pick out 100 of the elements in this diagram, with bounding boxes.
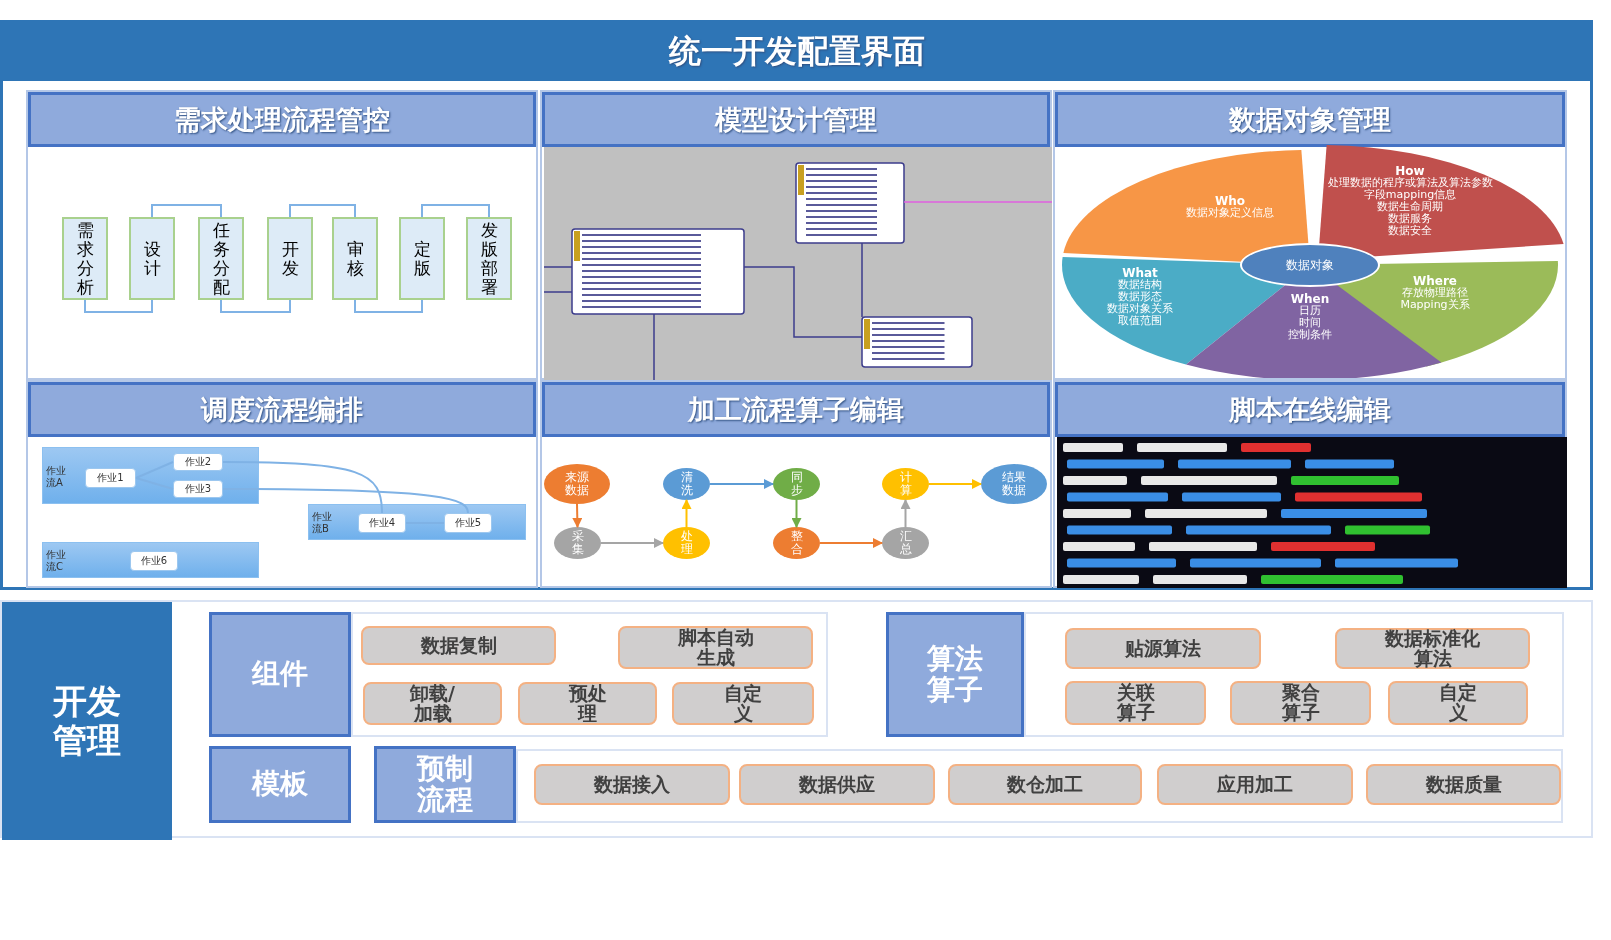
item-box: 贴源算法 <box>1065 628 1261 669</box>
job-flow-lane <box>308 504 526 540</box>
connector-line <box>421 204 490 218</box>
category-box: 算法算子 <box>886 612 1024 737</box>
er-diagram-picture <box>544 147 1052 380</box>
job-box: 作业4 <box>358 513 406 533</box>
job-box: 作业2 <box>173 453 223 471</box>
step-circle: 采集 <box>554 527 601 559</box>
step-circle: 计算 <box>882 468 929 500</box>
job-box: 作业6 <box>130 551 178 571</box>
segment-text: 取值范围 <box>1118 315 1162 327</box>
process-box: 设计 <box>129 217 175 300</box>
section-heading: 开发管理 <box>2 602 172 840</box>
category-box: 组件 <box>209 612 351 737</box>
connector-line <box>135 477 174 490</box>
item-box: 数据接入 <box>534 764 730 805</box>
segment-heading: Who <box>1215 195 1245 207</box>
arrow <box>600 538 664 548</box>
item-box: 自定义 <box>1388 681 1528 725</box>
connector-line <box>135 461 174 479</box>
job-box: 作业5 <box>444 513 492 533</box>
item-box: 数据质量 <box>1366 764 1561 805</box>
item-box: 脚本自动生成 <box>618 626 813 669</box>
segment-heading: How <box>1395 165 1425 177</box>
process-box: 发版部署 <box>466 217 512 300</box>
arrow <box>681 499 692 528</box>
panel <box>26 90 538 380</box>
item-box: 卸载/加载 <box>363 682 502 725</box>
panel <box>26 380 538 588</box>
process-box: 任务分配 <box>198 217 244 300</box>
item-box: 数据标准化算法 <box>1335 628 1530 669</box>
segment-text: 数据对象定义信息 <box>1186 207 1274 219</box>
segment-text: 数据服务 <box>1388 213 1432 225</box>
segment-text: 处理数据的程序或算法及算法参数 <box>1327 177 1493 189</box>
job-box: 作业1 <box>85 468 136 488</box>
process-box: 审核 <box>332 217 378 300</box>
item-box: 聚合算子 <box>1230 681 1371 725</box>
panel <box>540 90 1052 380</box>
item-box: 数据复制 <box>361 626 556 665</box>
panel <box>1053 90 1567 380</box>
panel-heading: 脚本在线编辑 <box>1055 382 1565 437</box>
segment-text: 数据生命周期 <box>1377 201 1443 213</box>
connector-line <box>220 299 291 313</box>
item-box: 关联算子 <box>1065 681 1206 725</box>
item-box: 数据供应 <box>739 764 935 805</box>
process-box: 定版 <box>399 217 445 300</box>
arrow <box>791 499 802 528</box>
arrow <box>709 479 774 489</box>
panel-heading: 需求处理流程管控 <box>28 92 536 147</box>
panel-heading: 调度流程编排 <box>28 382 536 437</box>
panel-heading: 数据对象管理 <box>1055 92 1565 147</box>
category-box: 预制流程 <box>374 746 516 823</box>
arrow <box>928 479 982 489</box>
lane-label: 作业流B <box>312 511 333 535</box>
arrow <box>900 499 911 528</box>
item-box: 预处理 <box>518 682 657 725</box>
frame-heading: 统一开发配置界面 <box>3 23 1590 81</box>
segment-text: 数据形态 <box>1118 291 1162 303</box>
lane-label: 作业流C <box>46 549 67 573</box>
segment-text: Mapping关系 <box>1400 299 1470 311</box>
segment-heading: Where <box>1413 275 1457 287</box>
connector-line <box>289 204 356 218</box>
code-editor-picture <box>1057 437 1567 588</box>
step-circle: 来源数据 <box>544 464 610 504</box>
step-circle: 同步 <box>773 468 820 500</box>
segment-text: 数据对象关系 <box>1107 303 1173 315</box>
panel-heading: 加工流程算子编辑 <box>542 382 1050 437</box>
panel-heading: 模型设计管理 <box>542 92 1050 147</box>
category-box: 模板 <box>209 746 351 823</box>
arrow <box>819 538 883 548</box>
segment-text: 数据结构 <box>1118 279 1162 291</box>
item-box: 应用加工 <box>1157 764 1353 805</box>
step-circle: 处理 <box>663 527 710 559</box>
segment-heading: When <box>1290 293 1330 305</box>
segment-text: 控制条件 <box>1288 329 1332 341</box>
segment-text: 数据安全 <box>1388 225 1432 237</box>
connector-line <box>222 488 469 514</box>
connector-line <box>151 204 222 218</box>
segment-text: 字段mapping信息 <box>1363 189 1457 201</box>
step-circle: 整合 <box>773 527 820 559</box>
step-circle: 汇总 <box>882 527 929 559</box>
segment-text: 时间 <box>1299 317 1321 329</box>
section-panel <box>0 600 1593 838</box>
frame-panel <box>0 20 1593 590</box>
arrow <box>572 503 583 528</box>
panel <box>1053 380 1567 588</box>
job-flow-lane <box>42 542 259 578</box>
item-box: 自定义 <box>672 682 814 725</box>
panel <box>540 380 1052 588</box>
segment-heading: What <box>1122 267 1158 279</box>
job-flow-lane <box>42 447 259 504</box>
process-box: 开发 <box>267 217 313 300</box>
segment-text: 存放物理路径 <box>1402 287 1468 299</box>
item-box: 数仓加工 <box>948 764 1142 805</box>
step-circle: 清洗 <box>663 468 710 500</box>
process-box: 需求分析 <box>62 217 108 300</box>
lane-label: 作业流A <box>46 464 67 489</box>
connector-line <box>222 461 383 514</box>
connector-line <box>354 299 423 313</box>
step-circle: 结果数据 <box>981 464 1047 504</box>
